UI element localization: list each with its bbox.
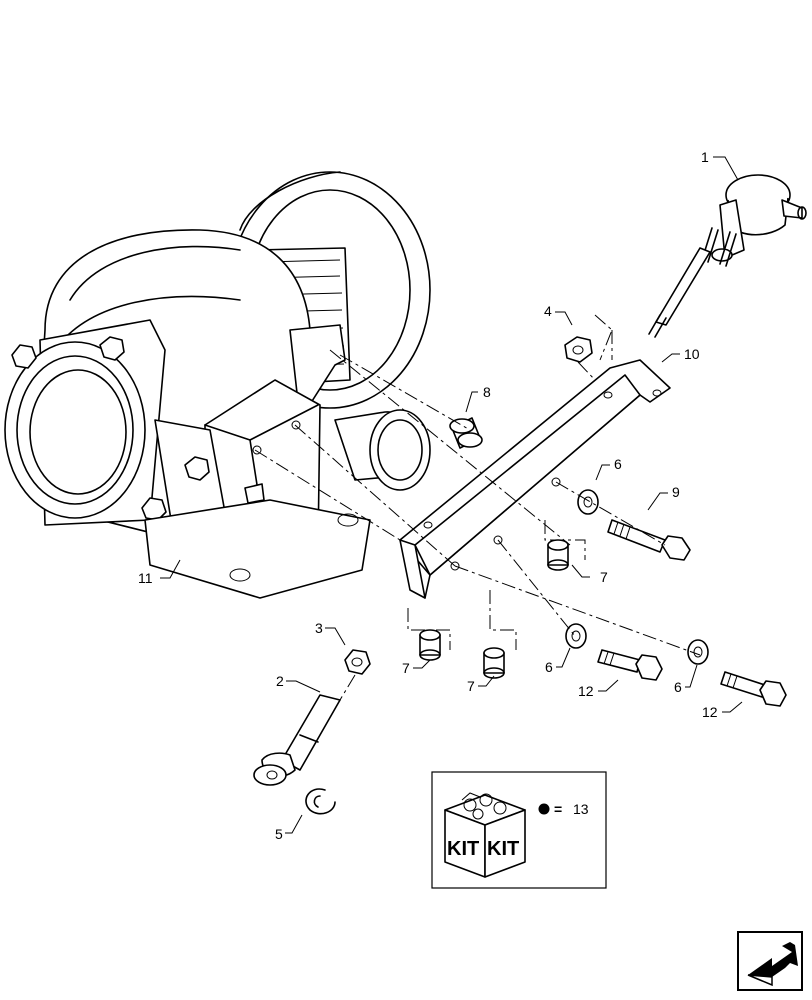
nut-item-3 [344, 649, 371, 675]
kit-box-icon: KIT KIT [444, 792, 526, 878]
washer-item-6-mid [565, 623, 587, 649]
spacer-item-7-right [547, 539, 569, 571]
support-bracket [399, 359, 671, 599]
spacer-item-7-left [419, 629, 441, 661]
kit-label-left: KIT [447, 838, 479, 860]
callout-11: 11 [138, 570, 153, 586]
kit-dot-icon [538, 803, 550, 815]
callout-7-right: 7 [600, 569, 608, 585]
spacer-item-7-middle [483, 647, 505, 679]
callout-2: 2 [276, 673, 284, 689]
clip-item-5 [305, 788, 336, 815]
callout-7-middle: 7 [467, 678, 475, 694]
callout-labels: 1 2 3 4 5 6 6 6 7 7 7 8 9 10 11 12 12 [138, 149, 718, 842]
flange-bolt [11, 344, 37, 369]
rod-end-item-2 [253, 694, 341, 786]
callout-7-left: 7 [402, 660, 410, 676]
callout-8: 8 [483, 384, 491, 400]
bolt-item-9 [607, 519, 691, 561]
kit-number: 13 [573, 801, 589, 817]
callout-1: 1 [701, 149, 709, 165]
nut-item-4 [564, 336, 593, 363]
kit-legend: KIT KIT = 13 [431, 771, 607, 889]
washer-item-6-top [577, 489, 599, 515]
washer-item-6-right [687, 639, 709, 665]
flange-bolt [99, 336, 125, 361]
assembly-centerlines [254, 314, 701, 701]
bolt-item-12-left [597, 649, 663, 681]
callout-leaders [160, 156, 743, 834]
next-page-arrow-icon[interactable] [737, 931, 803, 991]
turbocharger-assembly [4, 171, 431, 599]
callout-4: 4 [544, 303, 552, 319]
bolt-item-12-right [720, 671, 787, 707]
callout-12-right: 12 [702, 704, 718, 720]
callout-9: 9 [672, 484, 680, 500]
callout-6-mid: 6 [545, 659, 553, 675]
flange-bolt [141, 497, 167, 521]
callout-6-top: 6 [614, 456, 622, 472]
callout-3: 3 [315, 620, 323, 636]
wastegate-actuator [648, 174, 807, 338]
callout-6-right: 6 [674, 679, 682, 695]
kit-equals: = [554, 801, 562, 817]
kit-label-right: KIT [487, 838, 519, 860]
callout-5: 5 [275, 826, 283, 842]
callout-10: 10 [684, 346, 700, 362]
callout-12-left: 12 [578, 683, 594, 699]
spacer-item-8 [449, 417, 483, 449]
